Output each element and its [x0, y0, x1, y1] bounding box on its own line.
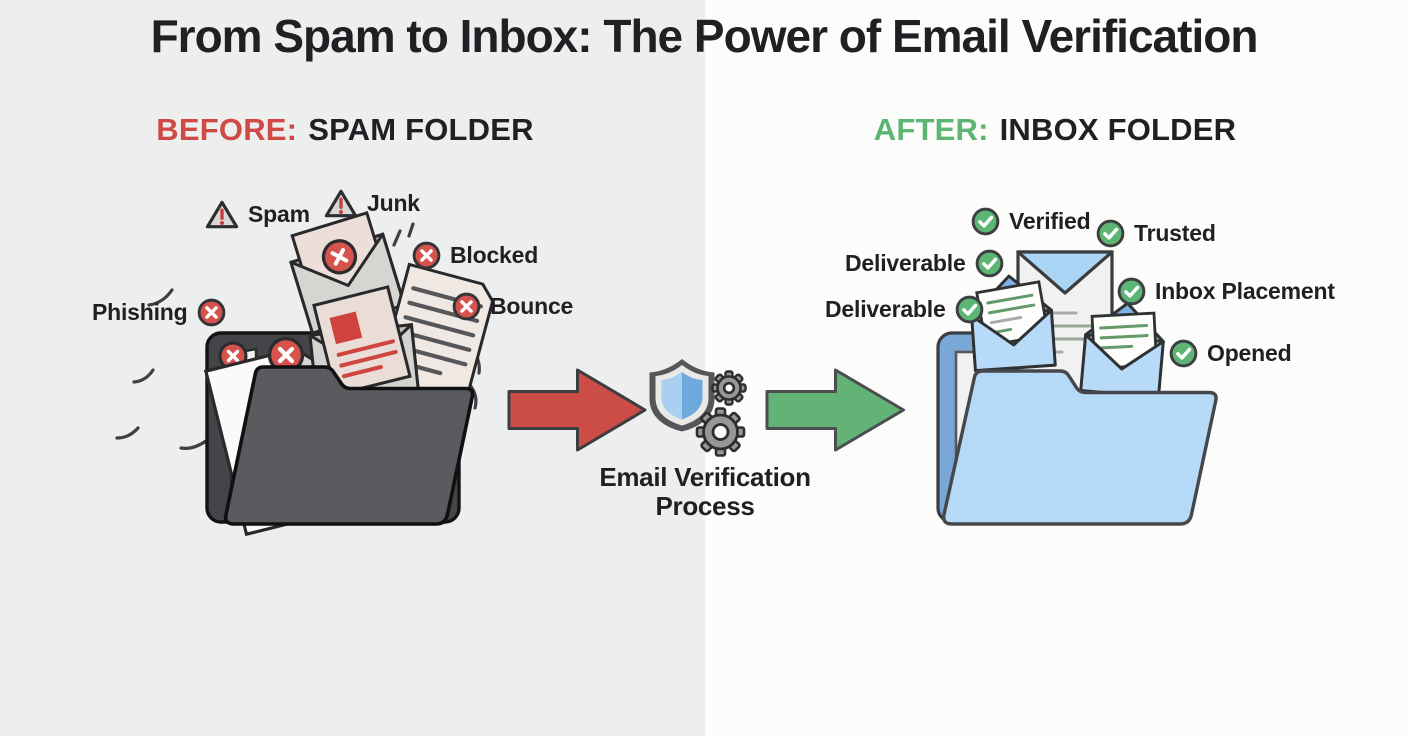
after-heading-prefix: AFTER:	[873, 112, 989, 147]
verified-label: Verified	[971, 207, 1091, 236]
x-circle-icon	[412, 241, 441, 270]
spam-folder-illustration	[115, 211, 495, 537]
inbox-envelope-left	[970, 274, 1057, 373]
page-title: From Spam to Inbox: The Power of Email V…	[150, 10, 1259, 62]
blocked-label: Blocked	[412, 241, 538, 270]
after-heading: AFTER: INBOX FOLDER	[800, 112, 1310, 148]
inbox-placement-label: Inbox Placement	[1117, 277, 1335, 306]
letter-lines	[1099, 324, 1149, 350]
verified-label-text: Verified	[1009, 208, 1091, 234]
inbox-folder-front	[941, 369, 1218, 526]
phishing-label: Phishing	[92, 298, 226, 327]
process-label-line2: Process	[655, 491, 755, 522]
letter-red-lines	[336, 339, 398, 379]
blocked-label-text: Blocked	[450, 242, 539, 268]
spam-label: Spam	[205, 199, 310, 230]
check-circle-icon	[1117, 277, 1146, 306]
x-circle-icon	[452, 292, 481, 321]
before-heading-rest: SPAM FOLDER	[308, 112, 534, 147]
deliverable-bottom-label: Deliverable	[825, 295, 984, 324]
shield-icon	[649, 359, 715, 432]
opened-label: Opened	[1169, 339, 1292, 368]
red-arrow	[507, 368, 647, 452]
junk-label-text: Junk	[367, 190, 420, 216]
spam-folder-front	[223, 365, 475, 526]
warning-triangle-icon	[324, 189, 358, 218]
spam-letter-center	[312, 285, 412, 397]
after-heading-rest: INBOX FOLDER	[999, 112, 1237, 147]
inbox-placement-label-text: Inbox Placement	[1155, 278, 1335, 304]
bounce-label-text: Bounce	[490, 293, 574, 319]
check-circle-icon	[971, 207, 1000, 236]
envelope-flap	[1016, 250, 1114, 295]
trusted-label-text: Trusted	[1134, 220, 1216, 246]
bounce-label: Bounce	[452, 292, 573, 321]
check-circle-icon	[1169, 339, 1198, 368]
green-arrow	[765, 368, 905, 452]
x-circle-icon	[197, 298, 225, 327]
spam-label-text: Spam	[248, 201, 310, 227]
check-circle-icon	[955, 295, 983, 324]
warning-triangle-icon	[205, 200, 239, 229]
before-heading: BEFORE: SPAM FOLDER	[75, 112, 615, 148]
phishing-label-text: Phishing	[92, 299, 188, 325]
inbox-envelope-right	[1079, 301, 1165, 399]
check-circle-icon	[1096, 219, 1125, 248]
inbox-folder-illustration	[936, 250, 1218, 526]
deliverable-bottom-label-text: Deliverable	[825, 296, 946, 322]
check-circle-icon	[975, 249, 1003, 278]
opened-label-text: Opened	[1207, 340, 1292, 366]
junk-label: Junk	[324, 188, 420, 219]
red-block	[329, 311, 363, 345]
deliverable-top-label: Deliverable	[845, 249, 1004, 278]
process-label-line1: Email Verification	[599, 462, 811, 492]
trusted-label: Trusted	[1096, 219, 1216, 248]
gear-small-icon	[711, 370, 747, 406]
deliverable-top-label-text: Deliverable	[845, 250, 966, 276]
gear-large-icon	[695, 407, 746, 457]
process-label: Email Verification Process	[545, 462, 865, 522]
before-heading-prefix: BEFORE:	[156, 112, 298, 147]
process-illustration	[507, 359, 905, 457]
